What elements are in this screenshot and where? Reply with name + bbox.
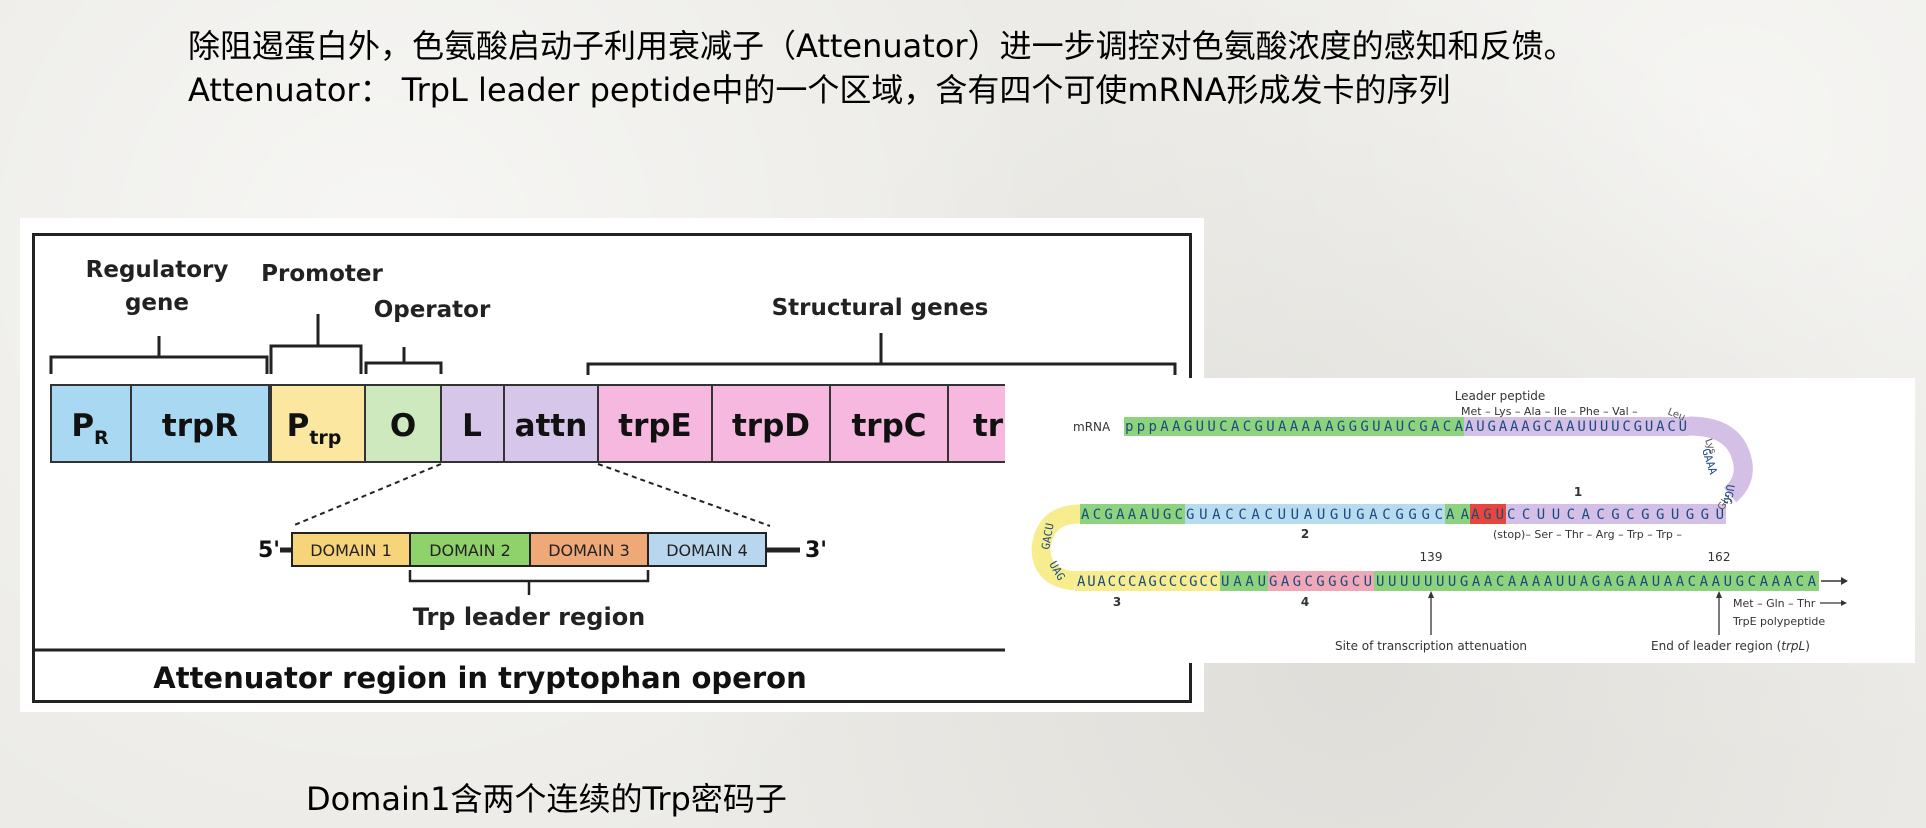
operator-segment <box>364 384 442 463</box>
trpd-box-label: trpD <box>732 408 810 444</box>
seq-mid-red: AGU <box>1471 507 1504 523</box>
seq-mid-right-purple: UGG <box>1721 483 1737 505</box>
trpr-label: trpR <box>162 408 238 444</box>
trpe-box-label: trpE <box>618 408 691 444</box>
domain-1-label: DOMAIN 1 <box>310 541 392 560</box>
brace-lines <box>49 314 1177 375</box>
band-bot-yellow <box>1075 571 1220 591</box>
band-mid-blue <box>1185 504 1445 524</box>
pr-segment <box>50 384 132 463</box>
band-mid-green <box>1080 504 1185 524</box>
operon-diagram: Regulatory gene Promoter Operator Struct… <box>34 257 1190 695</box>
stop-peptide-label: (stop)– Ser – Thr – Arg – Trp – Trp – <box>1493 528 1682 541</box>
trpc-segment <box>829 384 949 463</box>
svg-text:PR: PR <box>71 408 109 449</box>
ptrp-label: P <box>287 408 310 444</box>
structural-genes-label: Structural genes <box>772 295 989 321</box>
diagram-footer-title: Attenuator region in tryptophan operon <box>153 661 806 695</box>
svg-text:End of leader region (trpL): End of leader region (trpL) <box>1651 639 1810 653</box>
position-139: 139 <box>1420 550 1443 564</box>
domain-number-4: 4 <box>1301 595 1309 609</box>
seq-mid-left-green: ACGAAAUGC <box>1081 507 1183 523</box>
domain-4-box <box>647 532 767 567</box>
band-bot-green-tail <box>1374 571 1819 591</box>
domain-2-label: DOMAIN 2 <box>429 541 511 560</box>
leader-region-brace <box>408 570 650 583</box>
regulatory-brace <box>49 355 269 374</box>
operator-brace <box>364 361 443 374</box>
operator-label: Operator <box>374 297 491 323</box>
domain-number-1: 1 <box>1574 485 1582 499</box>
domain-number-3: 3 <box>1113 595 1121 609</box>
seq-loop-left-upper: GACU <box>1039 522 1056 550</box>
band-top-purple <box>1464 417 1689 436</box>
pr-label: P <box>71 408 94 444</box>
band-top-green <box>1124 417 1464 436</box>
domain-number-2: 2 <box>1301 527 1309 541</box>
regulatory-gene-label-2: gene <box>125 290 189 316</box>
operator-box-label: O <box>390 408 416 444</box>
promoter-label: Promoter <box>261 261 383 287</box>
regulatory-gene-label: Regulatory <box>86 257 229 283</box>
domain-2-box <box>409 532 531 567</box>
slide-line-1: 除阻遏蛋白外，色氨酸启动子利用衰减子（Attenuator）进一步调控对色氨酸浓… <box>188 27 1576 65</box>
attn-box-label: attn <box>515 408 588 444</box>
structural-brace <box>586 362 1177 375</box>
gene-bar <box>50 384 1009 463</box>
trpb-box-label: tr <box>973 408 1004 444</box>
band-loop-right <box>1688 416 1753 503</box>
trpb-segment <box>947 384 1009 463</box>
seq-bot-pink: GAGCGGGCU <box>1269 574 1372 590</box>
zoom-lines <box>291 463 771 527</box>
band-mid-purple <box>1506 504 1726 524</box>
mrna-leader-panel: Leader peptide Met – Lys – Ala – Ile – P… <box>1005 378 1915 663</box>
trpe-polypeptide-label: TrpE polypeptide <box>1732 615 1825 628</box>
seq-mid-purple: CCUUCACGCGGUGGU <box>1507 507 1724 523</box>
band-bot-green <box>1220 571 1268 591</box>
ptrp-subscript: trp <box>309 427 341 449</box>
attenuation-site-label: Site of transcription attenuation <box>1335 639 1527 653</box>
promoter-brace <box>269 344 363 374</box>
bottom-caption: Domain1含两个连续的Trp密码子 <box>306 780 787 818</box>
band-loop-left <box>1031 504 1081 591</box>
domain-3-label: DOMAIN 3 <box>548 541 630 560</box>
trpe-segment <box>597 384 713 463</box>
trpc-box-label: trpC <box>851 408 926 444</box>
pr-subscript: R <box>94 427 109 449</box>
end-leader-label: End of leader region ( <box>1651 639 1781 653</box>
seq-bot-tail: UUUUUUUGAACAAAAUUAGAGAAUAACAAUGCAAACA <box>1376 574 1817 590</box>
attn-segment <box>503 384 599 463</box>
band-mid-aa <box>1445 504 1470 524</box>
mrna-label: mRNA <box>1073 420 1111 434</box>
seq-top-green: pppAAGUUCACGUAAAAAGGGUAUCGACA <box>1125 419 1464 435</box>
five-prime-label: 5' <box>258 538 280 563</box>
trpr-segment <box>130 384 270 463</box>
leader-peptide-label: Leader peptide <box>1455 389 1546 403</box>
mrna-leader-diagram: Leader peptide Met – Lys – Ala – Ile – P… <box>1031 389 1848 653</box>
trp-leader-region-label: Trp leader region <box>413 603 646 631</box>
position-162: 162 <box>1708 550 1731 564</box>
ptrp-segment <box>270 384 366 463</box>
three-prime-label: 3' <box>805 538 827 563</box>
domain-4-label: DOMAIN 4 <box>666 541 748 560</box>
peptide-top-label: Met – Lys – Ala – Ile – Phe – Val – <box>1461 405 1638 418</box>
leader-box-label: L <box>462 408 482 444</box>
leader-segment <box>440 384 505 463</box>
seq-bot-yellow: AUACCCAGCCCGCC <box>1077 574 1218 590</box>
trpl-italic: trpL <box>1781 639 1805 653</box>
trpd-segment <box>711 384 831 463</box>
lys-label: Lys <box>1702 437 1718 456</box>
end-leader-close: ) <box>1805 639 1810 653</box>
band-bot-pink <box>1268 571 1374 591</box>
slide-line-2: Attenuator： TrpL leader peptide中的一个区域，含有… <box>188 71 1451 109</box>
svg-text:Ptrp: Ptrp <box>287 408 342 449</box>
band-mid-red <box>1470 504 1506 524</box>
met-gln-thr-label: Met – Gln – Thr <box>1733 597 1816 610</box>
